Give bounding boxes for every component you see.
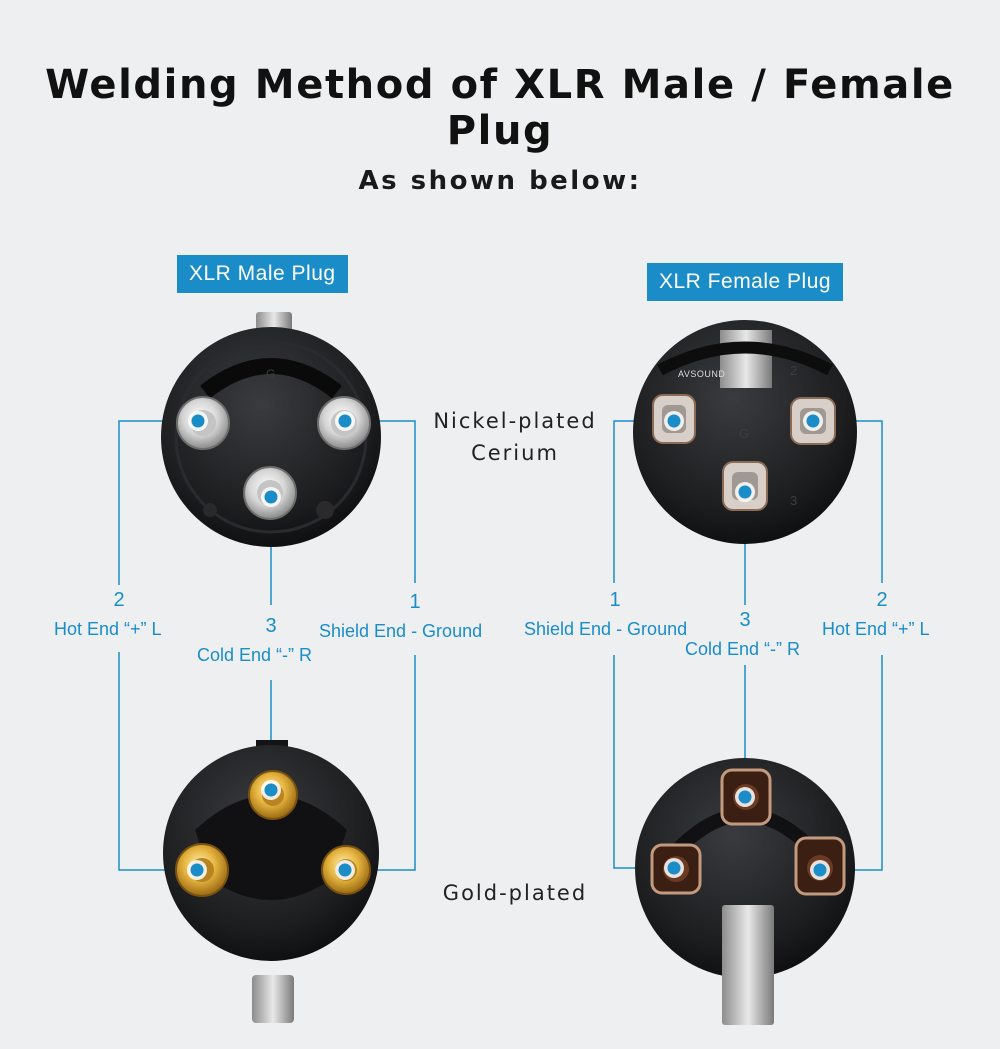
female-plug-top: G 2 3 bbox=[633, 320, 857, 544]
female-pin-2-number: 2 bbox=[867, 589, 897, 612]
material-nickel-line2: Cerium bbox=[420, 437, 610, 469]
male-pin-1-label: Shield End - Ground bbox=[319, 621, 482, 642]
svg-text:G: G bbox=[266, 367, 275, 381]
female-plug-watermark: AVSOUND bbox=[678, 369, 725, 379]
material-nickel-line1: Nickel-plated bbox=[420, 405, 610, 437]
svg-text:26: 26 bbox=[258, 401, 270, 413]
male-plug-label: XLR Male Plug bbox=[177, 255, 348, 293]
male-pin-2-label: Hot End “+” L bbox=[54, 619, 162, 640]
male-bottom-latch-tab bbox=[252, 975, 294, 1023]
material-label-gold: Gold-plated bbox=[420, 877, 610, 909]
male-pin-2-number: 2 bbox=[104, 589, 134, 612]
male-pin-3-number: 3 bbox=[256, 615, 286, 638]
female-pin-2-label: Hot End “+” L bbox=[822, 619, 930, 640]
svg-text:3: 3 bbox=[790, 493, 797, 508]
female-pin-3-label: Cold End “-” R bbox=[685, 639, 800, 660]
male-pin-1-number: 1 bbox=[400, 591, 430, 614]
female-bottom-latch-tab bbox=[722, 905, 774, 1025]
female-top-latch-tab bbox=[720, 330, 772, 388]
male-pin-3-label: Cold End “-” R bbox=[197, 645, 312, 666]
female-pin-1-number: 1 bbox=[600, 589, 630, 612]
material-label-nickel: Nickel-plated Cerium bbox=[420, 405, 610, 469]
female-pin-3-number: 3 bbox=[730, 609, 760, 632]
female-pin-1-label: Shield End - Ground bbox=[524, 619, 687, 640]
svg-text:G: G bbox=[739, 426, 749, 441]
female-plug-label: XLR Female Plug bbox=[647, 263, 843, 301]
svg-text:2: 2 bbox=[790, 363, 797, 378]
